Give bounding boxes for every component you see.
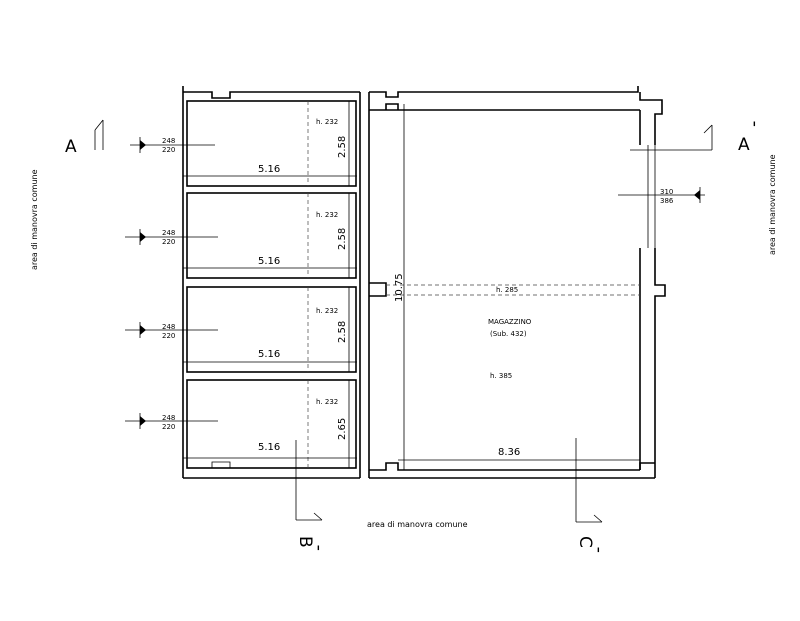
box2-width: 5.16 <box>258 256 280 267</box>
warehouse-height: h. 385 <box>490 372 512 380</box>
window-marker-1 <box>130 137 215 153</box>
left-area-label: area di manovra comune <box>30 169 39 270</box>
section-a-left-label: A <box>65 137 77 157</box>
box2-depth: 2.58 <box>337 228 348 250</box>
garage-box-1 <box>186 100 357 187</box>
warehouse-width: 8.36 <box>498 447 520 458</box>
box4-window-top: 248 <box>162 414 175 422</box>
box4-width: 5.16 <box>258 442 280 453</box>
warehouse-sub: (Sub. 432) <box>490 330 527 338</box>
warehouse-window-top: 310 <box>660 188 673 196</box>
box2-window-bottom: 220 <box>162 238 175 246</box>
box1-height: h. 232 <box>316 118 338 126</box>
box4-depth: 2.65 <box>337 418 348 440</box>
box3-width: 5.16 <box>258 349 280 360</box>
section-a-right-prime: ' <box>752 119 757 139</box>
box3-window-top: 248 <box>162 323 175 331</box>
section-b-label: B <box>295 536 315 548</box>
box1-window-top: 248 <box>162 137 175 145</box>
warehouse-name: MAGAZZINO <box>488 318 532 326</box>
garage-box-2 <box>186 192 357 279</box>
right-area-label: area di manovra comune <box>768 154 777 255</box>
window-marker-3 <box>125 322 218 338</box>
box3-height: h. 232 <box>316 307 338 315</box>
warehouse-window-bottom: 386 <box>660 197 674 205</box>
box1-width: 5.16 <box>258 164 280 175</box>
box4-window-bottom: 220 <box>162 423 175 431</box>
warehouse-depth: 10.75 <box>394 273 405 302</box>
section-a-left <box>94 119 104 150</box>
garage-box-3 <box>186 286 357 373</box>
section-a-right-label: A <box>738 135 750 155</box>
box4-height: h. 232 <box>316 398 338 406</box>
section-b <box>295 440 323 521</box>
box1-window-bottom: 220 <box>162 146 175 154</box>
warehouse-beam-height: h. 285 <box>496 286 518 294</box>
box2-height: h. 232 <box>316 211 338 219</box>
garage-box-4 <box>186 379 357 469</box>
box1-depth: 2.58 <box>337 136 348 158</box>
box3-window-bottom: 220 <box>162 332 175 340</box>
bottom-area-label: area di manovra comune <box>367 520 468 529</box>
warehouse-walls <box>369 86 666 479</box>
section-a-right <box>630 124 713 151</box>
section-c <box>575 438 603 523</box>
box3-depth: 2.58 <box>337 321 348 343</box>
box2-window-top: 248 <box>162 229 175 237</box>
box-dimension-lines <box>183 101 357 468</box>
section-c-prime: ' <box>596 545 601 565</box>
window-marker-2 <box>125 229 218 245</box>
section-b-prime: ' <box>316 543 321 563</box>
section-c-label: C <box>575 536 595 548</box>
window-marker-4 <box>125 413 218 429</box>
window-marker-warehouse <box>618 187 705 203</box>
